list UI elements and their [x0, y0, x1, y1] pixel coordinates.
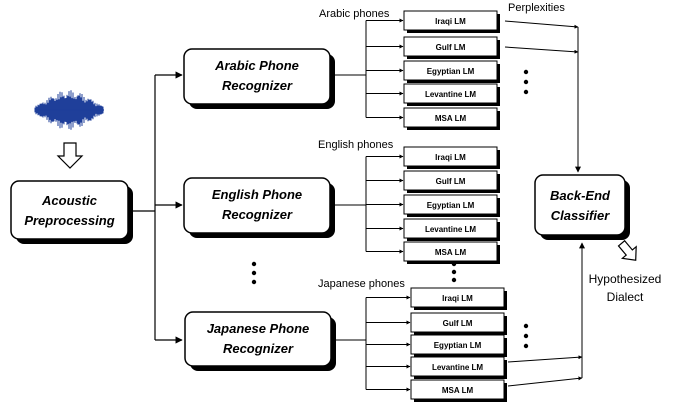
ellipsis-lm-columns	[451, 261, 457, 283]
lm-box-english-4: MSA LM	[403, 241, 500, 264]
lm-groups: Iraqi LM Gulf LM Egyptian LM Levantine LM MS…	[330, 10, 507, 402]
recognizer-arabic-line2: Recognizer	[222, 78, 293, 93]
down-arrow-icon	[56, 142, 84, 169]
lm-box-arabic-4: MSA LM	[403, 107, 500, 130]
lm-box-japanese-2: Egyptian LM	[410, 334, 507, 357]
lm-box-japanese-3: Levantine LM	[410, 356, 507, 379]
recognizer-english-box: English Phone Recognizer	[183, 177, 335, 238]
lm-label: Iraqi LM	[435, 17, 466, 26]
ellipsis-lm-arabic	[523, 69, 529, 95]
lm-box-arabic-1: Gulf LM	[403, 36, 500, 59]
recognizer-japanese-line1: Japanese Phone	[207, 321, 310, 336]
backend-line1: Back-End	[550, 188, 611, 203]
lm-label: Levantine LM	[425, 225, 476, 234]
lm-box-english-3: Levantine LM	[403, 218, 500, 241]
lm-label: Egyptian LM	[427, 67, 475, 76]
recognizer-japanese-box: Japanese Phone Recognizer	[184, 311, 336, 371]
ellipsis-lm-japanese	[523, 323, 529, 349]
lm-box-japanese-4: MSA LM	[410, 379, 507, 402]
lm-box-japanese-0: Iraqi LM	[410, 287, 507, 310]
lm-label: Gulf LM	[443, 319, 473, 328]
recognizer-arabic-box: Arabic Phone Recognizer	[183, 48, 335, 109]
acoustic-preprocessing-box: Acoustic Preprocessing	[10, 180, 133, 244]
lm-box-arabic-0: Iraqi LM	[403, 10, 500, 33]
lm-box-japanese-1: Gulf LM	[410, 312, 507, 335]
lm-label: Gulf LM	[436, 43, 466, 52]
output-line1: Hypothesized	[589, 272, 662, 286]
lm-group-arabic: Iraqi LM Gulf LM Egyptian LM Levantine LM MS…	[330, 10, 500, 130]
lm-box-english-0: Iraqi LM	[403, 146, 500, 169]
japanese-phones-label: Japanese phones	[318, 278, 405, 290]
output-line2: Dialect	[607, 290, 644, 304]
lm-label: Egyptian LM	[427, 201, 475, 210]
lm-box-arabic-2: Egyptian LM	[403, 60, 500, 83]
lm-group-english: Iraqi LM Gulf LM Egyptian LM Levantine LM MS…	[330, 146, 500, 264]
perplexities-label: Perplexities	[508, 2, 565, 14]
recognizer-english-line2: Recognizer	[222, 207, 293, 222]
lm-label: Iraqi LM	[435, 153, 466, 162]
lm-box-english-2: Egyptian LM	[403, 194, 500, 217]
acoustic-line2: Preprocessing	[24, 213, 114, 228]
lm-label: MSA LM	[435, 248, 467, 257]
recognizer-japanese-line2: Recognizer	[223, 341, 294, 356]
lm-label: MSA LM	[435, 114, 467, 123]
recognizer-arabic-line1: Arabic Phone	[214, 58, 299, 73]
output-arrow-icon	[617, 239, 637, 261]
waveform-icon	[34, 90, 104, 130]
trunk-connectors	[128, 71, 183, 344]
backend-classifier-box: Back-End Classifier	[534, 174, 630, 240]
lm-box-english-1: Gulf LM	[403, 170, 500, 193]
lm-label: Egyptian LM	[434, 341, 482, 350]
lm-label: Gulf LM	[436, 177, 466, 186]
perplexity-arrows	[504, 20, 585, 387]
recognizer-english-line1: English Phone	[212, 187, 302, 202]
arabic-phones-label: Arabic phones	[319, 8, 390, 20]
lm-box-arabic-3: Levantine LM	[403, 83, 500, 106]
acoustic-line1: Acoustic	[41, 193, 98, 208]
lm-label: Iraqi LM	[442, 294, 473, 303]
lm-label: MSA LM	[442, 386, 474, 395]
lm-label: Levantine LM	[432, 363, 483, 372]
english-phones-label: English phones	[318, 139, 394, 151]
lm-label: Levantine LM	[425, 90, 476, 99]
backend-line2: Classifier	[551, 208, 610, 223]
lm-group-japanese: Iraqi LM Gulf LM Egyptian LM Levantine LM MS…	[331, 287, 507, 402]
ellipsis-recognizers	[251, 261, 257, 285]
